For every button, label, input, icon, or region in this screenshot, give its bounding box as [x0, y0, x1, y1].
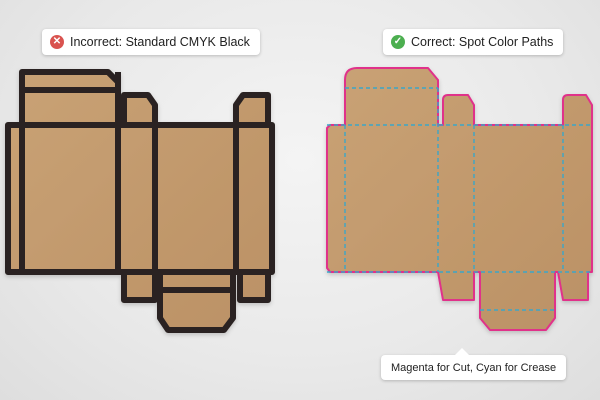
cut-path-magenta	[326, 67, 593, 331]
incorrect-dieline	[5, 69, 275, 333]
correct-label: Correct: Spot Color Paths	[411, 35, 554, 49]
x-circle-icon: ✕	[50, 35, 64, 49]
correct-dieline	[326, 67, 593, 331]
correct-badge: ✓ Correct: Spot Color Paths	[383, 29, 564, 55]
incorrect-label: Incorrect: Standard CMYK Black	[70, 35, 250, 49]
incorrect-badge: ✕ Incorrect: Standard CMYK Black	[42, 29, 260, 55]
callout-label: Magenta for Cut, Cyan for Crease	[391, 361, 557, 374]
check-circle-icon: ✓	[391, 35, 405, 49]
callout-note: Magenta for Cut, Cyan for Crease	[381, 348, 567, 380]
